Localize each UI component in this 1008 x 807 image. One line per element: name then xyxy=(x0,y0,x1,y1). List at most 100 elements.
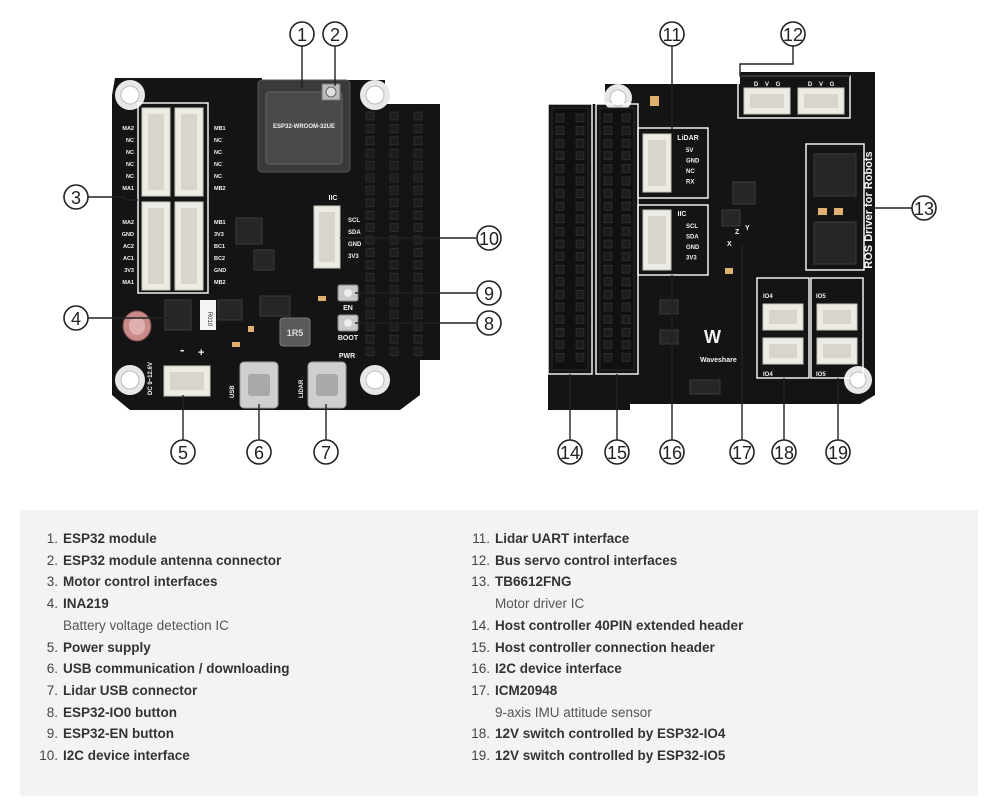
legend-item-number: 17. xyxy=(471,682,490,698)
header-pin xyxy=(413,136,423,146)
legend-item-label: 12V switch controlled by ESP32-IO5 xyxy=(495,748,726,764)
pin-label: NC xyxy=(686,169,695,175)
header-pin xyxy=(621,264,631,274)
motor-pin-label: NC xyxy=(214,138,222,144)
callout-lines xyxy=(88,46,912,440)
header-pin xyxy=(365,322,375,332)
header-pin xyxy=(365,148,375,158)
servo-pin-label: V xyxy=(765,82,769,88)
callout-number: 9 xyxy=(484,284,494,304)
header-pin xyxy=(603,264,613,274)
callout-number: 11 xyxy=(663,25,682,45)
motor-connector xyxy=(141,201,171,291)
header-pin xyxy=(365,111,375,121)
icm20948-imu: Z Y X xyxy=(721,181,756,248)
header-pin xyxy=(575,302,585,312)
header-pin xyxy=(575,264,585,274)
boot-button[interactable]: BOOT xyxy=(337,314,359,342)
header-pin xyxy=(603,277,613,287)
header-pin xyxy=(389,148,399,158)
legend-item-number: 16. xyxy=(471,661,490,677)
chip xyxy=(217,299,243,321)
legend-item-description: Motor driver IC xyxy=(495,596,585,612)
header-pin xyxy=(413,322,423,332)
inductor: 1R5 xyxy=(279,317,311,347)
legend-item-number: 13. xyxy=(471,574,490,590)
header-pin xyxy=(555,113,565,123)
header-pin xyxy=(365,235,375,245)
header-pin xyxy=(603,353,613,362)
legend-item: 6.USB communication / downloading xyxy=(36,658,456,680)
header-pin xyxy=(621,189,631,198)
header-pin xyxy=(621,201,631,211)
motor-pin-label: NC xyxy=(214,150,222,156)
iic-title: IIC xyxy=(678,211,687,218)
servo-pin-label: G xyxy=(830,82,835,88)
io4-label-bottom: IO4 xyxy=(763,372,773,378)
header-pin xyxy=(621,327,631,337)
callout-number: 13 xyxy=(914,199,934,219)
callout-number: 1 xyxy=(297,25,307,45)
header-pin xyxy=(575,138,585,148)
motor-pin-label: AC2 xyxy=(123,244,134,250)
header-pin xyxy=(621,151,631,161)
lidar-label: LIDAR xyxy=(299,379,305,398)
legend-item-label: Lidar UART interface xyxy=(495,531,630,546)
en-button[interactable]: EN xyxy=(337,284,359,312)
header-pin xyxy=(389,161,399,170)
header-pin xyxy=(555,264,565,274)
header-pin xyxy=(555,327,565,337)
header-pin xyxy=(389,198,399,208)
motor-pin-label: NC xyxy=(126,150,134,156)
header-pin xyxy=(413,310,423,319)
header-pin xyxy=(575,290,585,299)
lidar-uart-title: LiDAR xyxy=(677,135,698,142)
header-pin xyxy=(555,252,565,261)
led xyxy=(318,296,326,301)
header-pin xyxy=(621,302,631,312)
pin-label: GND xyxy=(686,159,700,165)
motor-pin-label: 3V3 xyxy=(124,268,134,274)
header-pin xyxy=(389,136,399,146)
callout-number: 14 xyxy=(560,443,580,463)
motor-connector xyxy=(174,201,204,291)
header-pin xyxy=(621,138,631,148)
mounting-hole xyxy=(604,84,632,112)
header-pin xyxy=(413,297,423,307)
chip xyxy=(689,379,721,395)
chip xyxy=(659,329,679,345)
header-pin xyxy=(575,277,585,287)
header-pin xyxy=(575,201,585,211)
mounting-hole xyxy=(115,365,145,395)
brand-label: Waveshare xyxy=(700,357,737,364)
header-pin xyxy=(603,315,613,324)
callout-number: 3 xyxy=(71,188,81,208)
header-pin xyxy=(413,198,423,208)
header-pin xyxy=(389,186,399,195)
legend-item-label: Bus servo control interfaces xyxy=(495,552,678,568)
pin-label: RX xyxy=(686,180,694,186)
header-pin xyxy=(603,290,613,299)
front-board: ESP32-WROOM-32UE MA2NCNCNCNCMA1MA2GNDAC2… xyxy=(112,78,440,410)
callout-number: 16 xyxy=(662,443,682,463)
motor-pin-label: BC2 xyxy=(214,256,225,262)
pin-label: SDA xyxy=(686,235,699,241)
io4-label-top: IO4 xyxy=(763,294,773,300)
motor-pin-label: AC1 xyxy=(123,256,134,262)
header-pin xyxy=(555,151,565,161)
legend-item-label: Host controller 40PIN extended header xyxy=(495,617,744,633)
header-pin xyxy=(413,235,423,245)
usb-label: USB xyxy=(230,385,236,398)
header-pin xyxy=(621,164,631,173)
callout-10: 10 xyxy=(476,225,502,251)
pin-label: SCL xyxy=(686,224,698,230)
callout-19: 19 xyxy=(825,439,851,465)
header-pin xyxy=(365,124,375,133)
legend-item: 1.ESP32 module xyxy=(36,528,456,550)
